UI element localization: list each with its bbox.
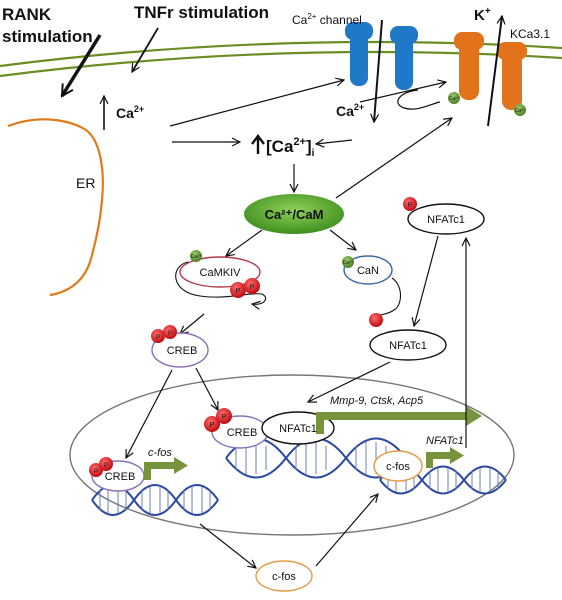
- creb-nuc-label: CREB: [227, 427, 258, 439]
- k-label: K+: [474, 6, 491, 24]
- cfos-cyto-node: [255, 560, 313, 592]
- phospho-icon: [369, 313, 383, 327]
- phospho-icon: [163, 325, 177, 339]
- phospho-label: P: [408, 202, 413, 209]
- er-label: ER: [76, 175, 95, 191]
- cam-to-camkiv-arrow: [226, 229, 263, 256]
- svg-text:[Ca2+]i: [Ca2+]i: [266, 136, 315, 159]
- nucleus-envelope: [69, 374, 515, 536]
- ca-channel-label: Ca2+ channel: [292, 12, 362, 27]
- calcium-ball-icon: [342, 256, 354, 268]
- creb-nuc2-label: CREB: [105, 471, 136, 483]
- camkiv-to-creb-arrow: [180, 313, 205, 334]
- calcium-ball-icon: [448, 92, 460, 104]
- creb-cyto-node: [151, 332, 209, 368]
- nfatc1-nuc-label: NFATc1: [279, 423, 317, 435]
- tnfr-label: TNFr stimulation: [134, 3, 269, 22]
- can-loop: [377, 277, 402, 319]
- cfos-export-arrow: [199, 523, 256, 568]
- creb-cyto-label: CREB: [167, 345, 198, 357]
- cfos-promoter-arrow: [144, 457, 188, 480]
- calcium-channel-icon: [345, 22, 418, 90]
- nfatc1-top-label: NFATc1: [427, 214, 465, 226]
- phospho-icon: [230, 282, 246, 298]
- target-genes-label: Mmp-9, Ctsk, Acp5: [330, 395, 424, 407]
- dna-rungs-right: [387, 468, 499, 492]
- calcium-ball-label: Ca²⁺: [449, 96, 460, 102]
- calcium-ball-icon: [514, 104, 526, 116]
- cfos-import-arrow: [315, 494, 378, 567]
- phospho-label: P: [222, 414, 227, 421]
- phospho-icon: [403, 197, 417, 211]
- phospho-label: P: [250, 284, 255, 291]
- nfatc1-mid-node: [369, 329, 447, 361]
- feedback-hook: [397, 89, 441, 110]
- kca-channel-icon: [454, 32, 527, 110]
- calcium-ball-label: Ca²⁺: [515, 108, 526, 114]
- nfatc1-promoter-arrow: [426, 447, 464, 468]
- rank-arrow: [60, 34, 102, 96]
- calcium-ball-icon: [190, 250, 202, 262]
- er-to-channel-arrow: [169, 80, 344, 127]
- cai-label: [Ca2+]i: [251, 134, 315, 159]
- phospho-icon: [244, 278, 260, 294]
- cfos-cyto-label: c-fos: [272, 571, 296, 583]
- tnfr-arrow: [131, 27, 159, 72]
- kca-label: KCa3.1: [510, 27, 550, 41]
- target-promoter-arrow: [316, 406, 482, 434]
- camkiv-label: CaMKIV: [200, 267, 242, 279]
- potassium-efflux-arrow: [487, 16, 502, 127]
- creb-to-cfos-creb-arrow: [126, 369, 173, 458]
- dna-rungs-main: [235, 442, 387, 474]
- cam-to-kca-arrow: [335, 118, 452, 199]
- phospho-label: P: [168, 331, 172, 337]
- cfos-nuc-node: [373, 450, 423, 482]
- ca-cam-node: [244, 194, 344, 234]
- calcium-influx-arrow: [374, 19, 383, 122]
- ca-cam-label: Ca²⁺/CaM: [265, 207, 324, 222]
- cai-up-icon: [251, 134, 265, 154]
- dna-rungs-left: [99, 487, 211, 513]
- phospho-label: P: [210, 422, 215, 429]
- camkiv-node: [179, 256, 261, 288]
- rank-label-line1: RANK: [2, 5, 52, 24]
- calcium-ball-label: Ca²⁺: [191, 254, 202, 260]
- phospho-icon: [99, 457, 113, 471]
- phospho-icon: [204, 416, 220, 432]
- phospho-label: P: [104, 463, 108, 469]
- ca-er-label: Ca2+: [116, 104, 144, 121]
- rank-label-line2: stimulation: [2, 27, 93, 46]
- phospho-label: P: [94, 469, 98, 475]
- can-node: [343, 255, 393, 285]
- nfatc1-gene-label: NFATc1: [426, 435, 464, 447]
- camkiv-loop: [175, 261, 267, 304]
- er-membrane: [7, 118, 104, 297]
- nfatc1-mid-label: NFATc1: [389, 340, 427, 352]
- cai-to-kca-arrow: [359, 82, 446, 103]
- calcium-ball-label: Ca²⁺: [343, 260, 354, 266]
- nfatc1-import-arrow: [308, 361, 391, 402]
- phospho-label: P: [236, 288, 241, 295]
- nfatc1-top-node: [407, 203, 485, 235]
- cfos-gene-label: c-fos: [148, 447, 172, 459]
- influx-to-cai-arrow: [316, 140, 353, 144]
- phospho-icon: [151, 329, 165, 343]
- creb-to-nuclear-creb-arrow: [195, 367, 218, 410]
- phospho-label: P: [156, 335, 160, 341]
- nfatc1-dephospho-arrow: [414, 235, 439, 326]
- ca-in-label: Ca2+: [336, 102, 364, 119]
- cfos-nuc-label: c-fos: [386, 461, 410, 473]
- phospho-icon: [216, 408, 232, 424]
- cam-to-can-arrow: [329, 229, 356, 250]
- can-label: CaN: [357, 265, 379, 277]
